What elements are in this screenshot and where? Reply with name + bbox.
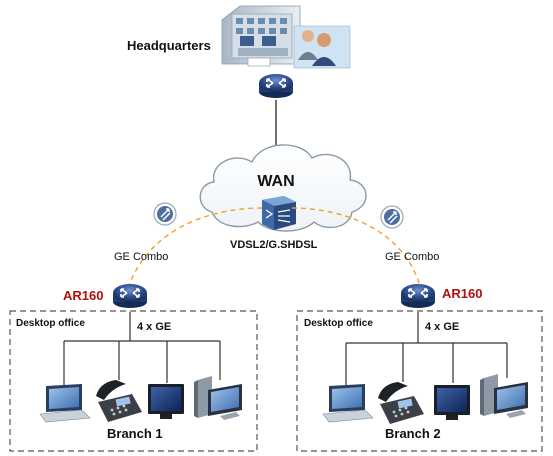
- right-uplink-label: GE Combo: [385, 251, 439, 263]
- wan-link-label: VDSL2/G.SHDSL: [230, 239, 318, 251]
- desktop-pc-icon: [194, 376, 242, 420]
- ip-phone-icon: [378, 382, 424, 424]
- right-office-box: [296, 310, 543, 452]
- right-router-label: AR160: [442, 286, 482, 301]
- headquarters-label: Headquarters: [127, 38, 211, 53]
- left-branch-wiring: [63, 312, 221, 385]
- right-dashed-link: [291, 207, 421, 287]
- left-uplink-label: GE Combo: [114, 251, 168, 263]
- left-router-label: AR160: [63, 288, 103, 303]
- users-icon: [293, 25, 351, 69]
- ip-phone-icon: [96, 380, 142, 422]
- right-ports-label: 4 x GE: [425, 321, 459, 333]
- monitor-icon: [434, 385, 470, 420]
- router-icon: [258, 73, 294, 99]
- branch2-label: Branch 2: [385, 426, 441, 441]
- link-badge-icon: [153, 202, 177, 226]
- office-building-icon: [221, 5, 301, 67]
- left-office-box: [9, 310, 258, 452]
- wan-label: WAN: [257, 173, 294, 190]
- left-ports-label: 4 x GE: [137, 321, 171, 333]
- left-dashed-link: [127, 207, 263, 289]
- branch1-label: Branch 1: [107, 426, 163, 441]
- right-branch-wiring: [345, 312, 508, 385]
- router-icon: [112, 283, 148, 309]
- link-badge-icon: [380, 205, 404, 229]
- dslam-icon: [262, 196, 296, 230]
- laptop-icon: [39, 384, 91, 423]
- router-icon: [400, 283, 436, 309]
- right-office-label: Desktop office: [304, 318, 373, 329]
- left-office-label: Desktop office: [16, 318, 85, 329]
- desktop-pc-icon: [480, 374, 528, 418]
- monitor-icon: [148, 384, 184, 419]
- laptop-icon: [322, 384, 374, 423]
